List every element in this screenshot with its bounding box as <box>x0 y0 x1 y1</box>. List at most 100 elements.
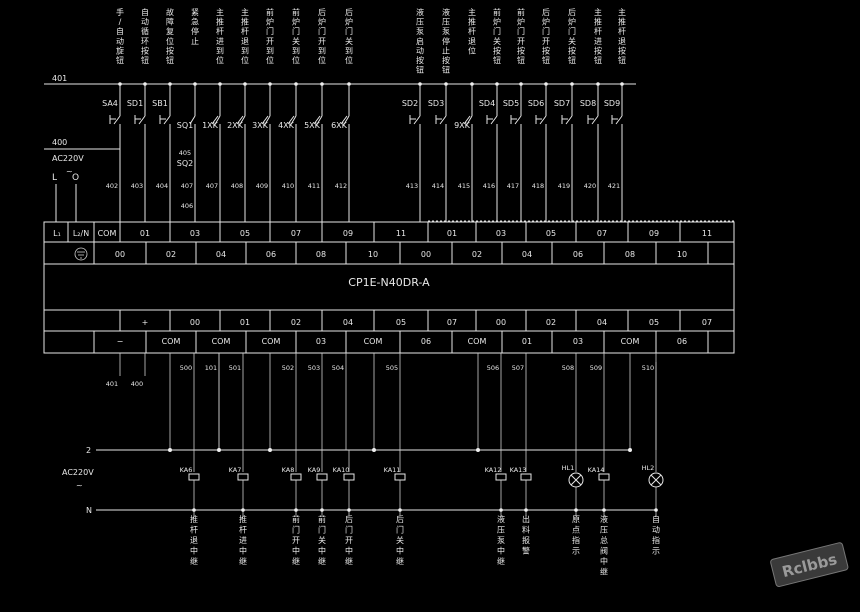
svg-text:钮: 钮 <box>594 55 602 65</box>
svg-text:动: 动 <box>652 525 660 535</box>
svg-text:门: 门 <box>517 26 525 36</box>
svg-text:钮: 钮 <box>618 55 626 65</box>
junction-dot <box>320 508 324 512</box>
junction-dot <box>320 82 324 86</box>
pushbutton-contact <box>587 108 599 131</box>
output-wire-number: 504 <box>332 364 344 372</box>
output-wire-number: 401 <box>106 380 118 388</box>
svg-text:炉: 炉 <box>266 17 274 27</box>
output-terminal-top-0: + <box>142 318 149 327</box>
svg-text:自: 自 <box>652 514 660 524</box>
svg-text:指: 指 <box>652 535 660 545</box>
device-tag: KA12 <box>485 466 502 474</box>
input-wire-number: 407 <box>181 182 193 190</box>
input-wire-number: 418 <box>532 182 544 190</box>
svg-text:前: 前 <box>493 7 501 17</box>
svg-text:压: 压 <box>600 526 608 535</box>
input-terminal-bottom-5: 10 <box>368 250 378 259</box>
svg-text:循: 循 <box>141 26 149 36</box>
junction-dot <box>294 82 298 86</box>
output-wire-number: 400 <box>131 380 143 388</box>
junction-dot <box>654 508 658 512</box>
output-terminal-top-4: 04 <box>343 318 353 327</box>
svg-text:推: 推 <box>190 514 198 524</box>
junction-dot <box>193 82 197 86</box>
terminal-L1: L₁ <box>53 229 61 238</box>
input-tag: SD7 <box>554 99 570 108</box>
svg-text:门: 门 <box>568 26 576 36</box>
svg-text:动: 动 <box>141 17 149 27</box>
svg-text:钮: 钮 <box>493 55 501 65</box>
pushbutton-contact <box>510 108 522 131</box>
svg-text:开: 开 <box>266 37 274 46</box>
output-wire-number: 503 <box>308 364 320 372</box>
input-tag: 4XK <box>278 121 295 130</box>
output-wire-number: 500 <box>180 364 192 372</box>
pushbutton-contact <box>159 108 171 131</box>
device-tag: KA7 <box>229 466 242 474</box>
svg-text:后: 后 <box>345 7 353 17</box>
device-tag: KA10 <box>333 466 350 474</box>
limit-switch <box>313 108 323 131</box>
input-wire-number: 419 <box>558 182 570 190</box>
svg-text:警: 警 <box>522 546 530 556</box>
junction-dot <box>347 508 351 512</box>
output-terminal-top-9: 04 <box>597 318 607 327</box>
input-wire-number: 402 <box>106 182 118 190</box>
svg-text:门: 门 <box>493 26 501 36</box>
output-terminal-bottom-1: COM <box>162 337 181 346</box>
junction-dot <box>602 508 606 512</box>
svg-text:按: 按 <box>542 45 550 55</box>
input-terminal-bottom-3: 06 <box>266 250 276 259</box>
output-terminal-bottom-8: 01 <box>522 337 532 346</box>
output-terminal-top-11: 07 <box>702 318 712 327</box>
input-terminal-top-11: 09 <box>649 229 659 238</box>
svg-text:推: 推 <box>618 17 626 27</box>
device-tag: KA14 <box>588 466 605 474</box>
svg-text:门: 门 <box>266 26 274 36</box>
svg-text:示: 示 <box>652 547 660 556</box>
junction-dot <box>519 82 523 86</box>
svg-text:停: 停 <box>191 26 199 36</box>
input-tag: SA4 <box>102 99 118 108</box>
limit-switch <box>261 108 271 131</box>
svg-text:前: 前 <box>266 7 274 17</box>
device-tag: HL2 <box>642 464 655 472</box>
svg-text:到: 到 <box>318 46 326 55</box>
output-terminal-top-8: 02 <box>546 318 556 327</box>
svg-text:炉: 炉 <box>517 17 525 27</box>
junction-dot <box>574 508 578 512</box>
device-tag: HL1 <box>562 464 575 472</box>
svg-text:进: 进 <box>239 536 247 545</box>
svg-text:位: 位 <box>241 55 249 65</box>
svg-text:钮: 钮 <box>542 55 550 65</box>
junction-dot <box>628 448 632 452</box>
svg-text:杆: 杆 <box>468 26 476 36</box>
input-tag: SD1 <box>127 99 143 108</box>
output-wire-502: 502 <box>282 353 297 450</box>
svg-text:门: 门 <box>318 26 326 36</box>
svg-text:主: 主 <box>216 7 224 17</box>
pushbutton-contact <box>611 108 623 131</box>
input-terminal-top-8: 03 <box>496 229 506 238</box>
svg-text:推: 推 <box>468 17 476 27</box>
svg-text:继: 继 <box>190 556 198 566</box>
input-tag: SD6 <box>528 99 544 108</box>
